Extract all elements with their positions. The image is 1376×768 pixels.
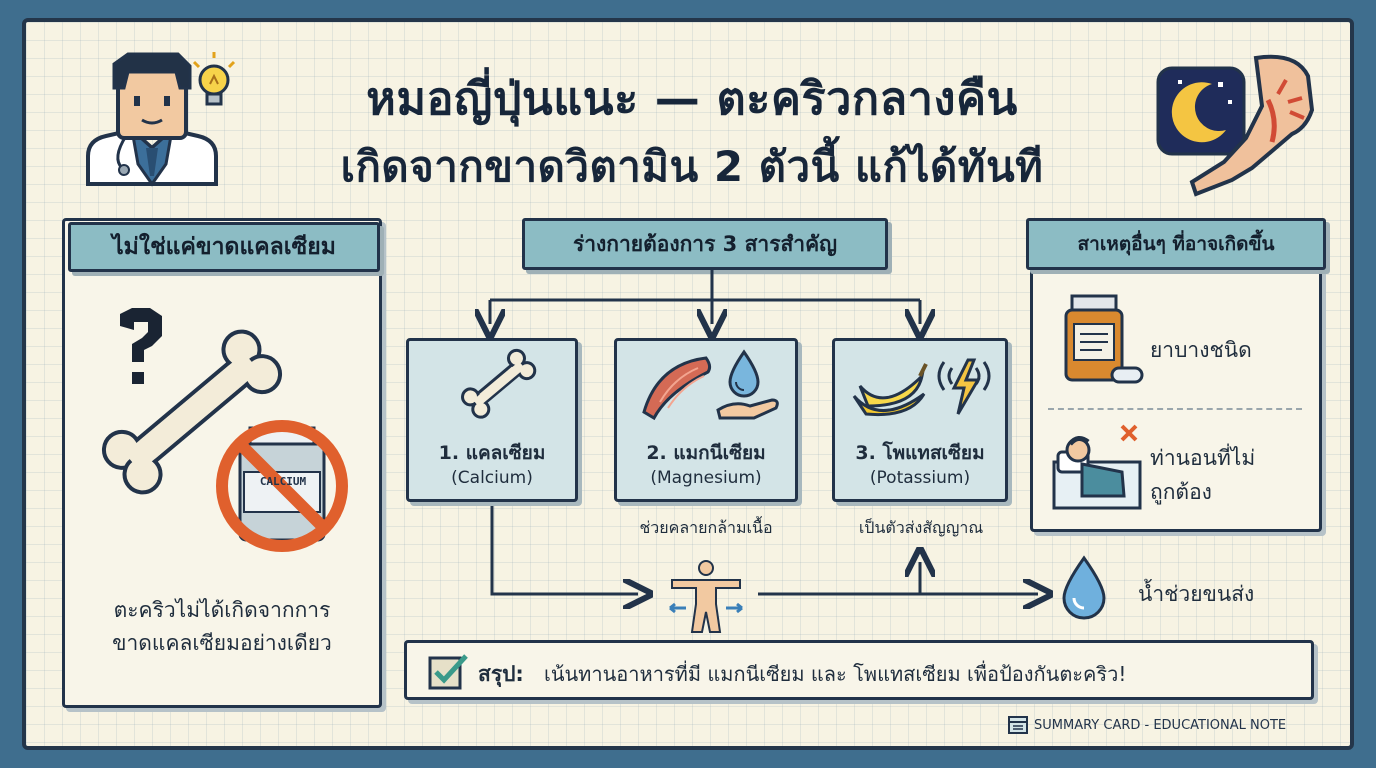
nutrient-latin: (Potassium) [869,468,971,488]
cause-label: ยาบางชนิด [1150,338,1252,362]
muscle-icon [642,356,712,421]
checkbox-check-icon [428,654,468,690]
nutrient-name: 1. แคลเซียม [438,442,546,464]
note-card-icon [1008,716,1028,734]
footer-text: SUMMARY CARD - EDUCATIONAL NOTE [1034,718,1287,733]
left-caption-line1: ตะคริวไม่ได้เกิดจากการ [113,598,331,622]
water-hand-icon [716,349,779,420]
page-title-line1: หมอญี่ปุ่นแนะ — ตะคริวกลางคืน [366,72,1018,125]
summary-card: หมอญี่ปุ่นแนะ — ตะคริวกลางคืน เกิดจากขาด… [22,18,1354,750]
right-panel-heading: สาเหตุอื่นๆ ที่อาจเกิดขึ้น [1026,218,1326,270]
flow-connectors [26,270,1358,754]
cause-label: ท่านอนที่ไม่ [1150,446,1256,470]
bottle-label: CALCIUM [259,475,307,488]
cause-divider [1048,408,1302,410]
human-body-icon [669,560,743,633]
moon-night-icon [1156,66,1246,156]
bad-sleep-posture-icon [1052,424,1142,510]
nutrient-latin: (Magnesium) [650,468,762,488]
banana-icon [852,363,928,417]
doctor-icon [86,52,218,187]
center-heading: ร่างกายต้องการ 3 สารสำคัญ [522,218,888,270]
nutrient-name: 2. แมกนีเซียม [646,442,766,464]
summary-text: เน้นทานอาหารที่มี แมกนีเซียม และ โพแทสเซ… [544,662,1127,686]
nutrient-latin: (Calcium) [451,468,533,488]
left-caption-line2: ขาดแคลเซียมอย่างเดียว [112,631,332,655]
nutrient-note: ช่วยคลายกล้ามเนื้อ [639,518,773,537]
left-panel-heading: ไม่ใช่แค่ขาดแคลเซียม [68,222,380,272]
electric-signal-icon [937,358,991,415]
leg-cramp-icon [1189,54,1315,197]
bone-icon [101,329,283,495]
page-title-line2: เกิดจากขาดวิตามิน 2 ตัวนี้ แก้ได้ทันที [340,142,1044,191]
bone-small-icon [461,348,537,419]
calcium-bottle-prohibited-icon [216,420,348,552]
nutrient-note: เป็นตัวส่งสัญญาณ [858,518,984,537]
water-drop-icon [1062,555,1106,620]
lightbulb-icon [192,52,236,106]
cause-label: ถูกต้อง [1150,480,1212,504]
summary-bar [404,640,1314,700]
nutrient-name: 3. โพแทสเซียม [855,442,985,464]
nutrient-card-potassium [832,338,1008,502]
nutrient-card-calcium [406,338,578,502]
medicine-bottle-icon [1064,294,1144,384]
water-note: น้ำช่วยขนส่ง [1138,582,1255,606]
question-mark-icon [120,308,162,384]
summary-label: สรุป: [478,662,524,686]
